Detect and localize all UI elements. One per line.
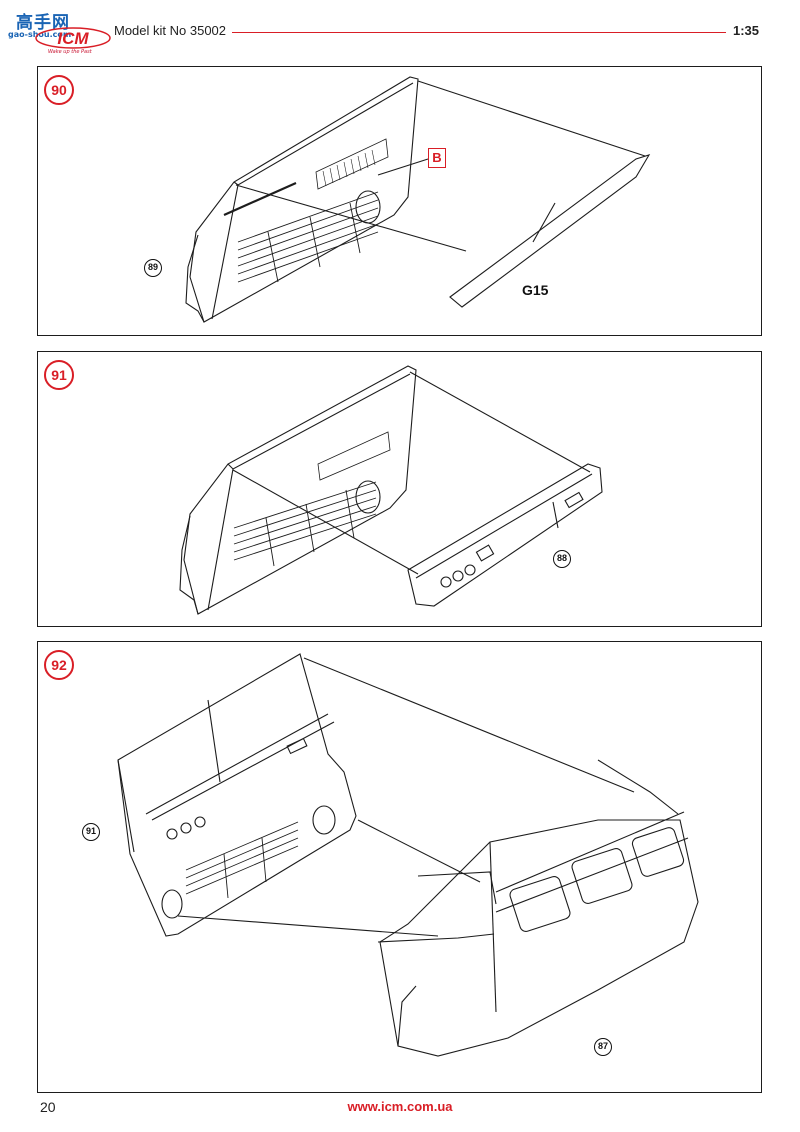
part-reference: 89 [144, 259, 162, 277]
cab-back-wall [117, 653, 357, 937]
watermark-title: 高手网 [16, 13, 70, 33]
brand-text: ICM [57, 29, 89, 48]
brand-slogan: Wake up the Past [48, 49, 92, 55]
step-90-drawing [185, 76, 651, 323]
step-92-panel: 92 91 87 [37, 641, 762, 1093]
header-divider [232, 32, 726, 33]
color-leader [377, 158, 429, 176]
assembly-line [357, 819, 481, 883]
color-code: B [428, 148, 446, 168]
watermark: 高手网 gao-shou.com [6, 6, 116, 58]
assembly-line [235, 184, 467, 252]
assembly-line [177, 915, 439, 937]
assembly-line [417, 80, 649, 158]
step-badge: 90 [44, 75, 74, 105]
assembly-line [409, 371, 591, 473]
part-reference: 88 [553, 550, 571, 568]
part-reference: 87 [594, 1038, 612, 1056]
step-number: 90 [51, 82, 67, 98]
step-91-panel: 91 88 [37, 351, 762, 627]
dashboard-panel [407, 463, 603, 607]
step-badge: 92 [44, 650, 74, 680]
window-glass [449, 154, 651, 308]
step-92-drawing [117, 653, 699, 1057]
step-90-panel: 90 89 G15 B [37, 66, 762, 336]
watermark-subtitle: gao-shou.com [8, 30, 72, 39]
step-badge-ring [44, 650, 74, 680]
page-number: 20 [40, 1099, 56, 1115]
icm-logo: ICM [35, 27, 111, 49]
page-header: 高手网 gao-shou.com ICM Wake up the Past Mo… [0, 0, 800, 62]
website-link[interactable]: www.icm.com.ua [347, 1099, 453, 1114]
assembly-line [303, 657, 635, 793]
scale-label: 1:35 [733, 23, 760, 38]
cab-back-wall [189, 76, 419, 323]
cab-back-wall [183, 365, 417, 615]
part-label: G15 [522, 282, 549, 298]
part-reference: 91 [82, 823, 100, 841]
kit-label: Model kit No 35002 [114, 23, 227, 38]
step-badge-ring [44, 360, 74, 390]
step-number: 92 [51, 657, 67, 673]
assembly-line [232, 469, 419, 575]
cab-body [379, 819, 699, 1057]
step-badge: 91 [44, 360, 74, 390]
step-number: 91 [51, 367, 67, 383]
step-91-drawing [179, 365, 603, 615]
step-badge-ring [44, 75, 74, 105]
